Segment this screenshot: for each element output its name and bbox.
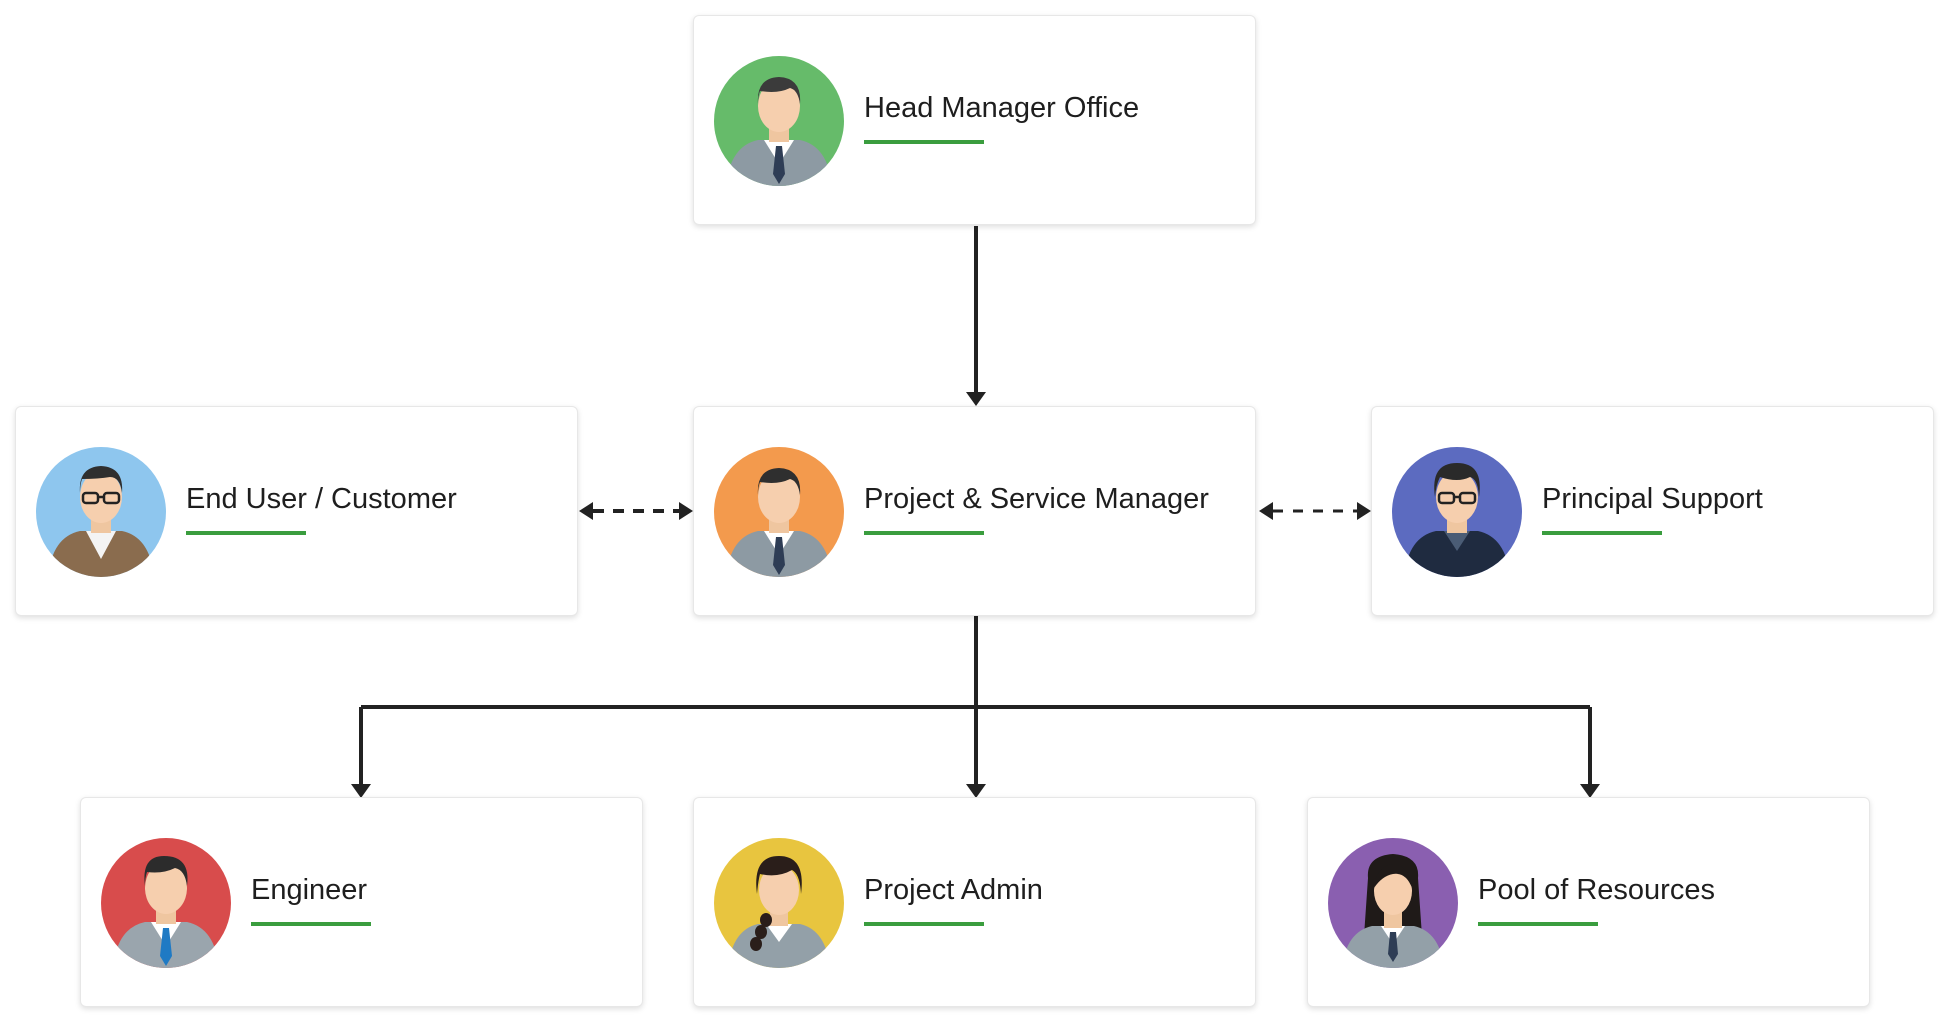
node-project-service-manager[interactable]: Project & Service Manager [693, 406, 1256, 616]
arrowhead-pool-icon [1580, 784, 1600, 798]
arrowhead-psm-icon [966, 392, 986, 406]
label-underline [186, 531, 306, 535]
node-engineer[interactable]: Engineer [80, 797, 643, 1007]
node-head-manager-office[interactable]: Head Manager Office [693, 15, 1256, 225]
node-label: End User / Customer [186, 483, 457, 515]
node-principal-support[interactable]: Principal Support [1371, 406, 1934, 616]
dashed-link-psm-principal [1259, 502, 1371, 520]
label-underline [864, 922, 984, 926]
man-glasses-dark-suit-avatar-icon [1392, 447, 1522, 577]
label-underline [251, 922, 371, 926]
woman-long-hair-avatar-icon [1328, 838, 1458, 968]
woman-braid-avatar-icon [714, 838, 844, 968]
node-pool-of-resources[interactable]: Pool of Resources [1307, 797, 1870, 1007]
node-label: Pool of Resources [1478, 874, 1715, 906]
node-label: Engineer [251, 874, 368, 906]
label-underline [1478, 922, 1598, 926]
arrowhead-engineer-icon [351, 784, 371, 798]
man-suit-blue-tie-avatar-icon [101, 838, 231, 968]
dashed-link-enduser-psm [579, 502, 693, 520]
node-label: Head Manager Office [864, 92, 1140, 124]
node-label: Project Admin [864, 874, 1043, 906]
node-label: Project & Service Manager [864, 483, 1209, 515]
man-suit-avatar-icon [714, 447, 844, 577]
arrowhead-admin-icon [966, 784, 986, 798]
label-underline [1542, 531, 1662, 535]
man-suit-avatar-icon [714, 56, 844, 186]
node-project-admin[interactable]: Project Admin [693, 797, 1256, 1007]
label-underline [864, 140, 984, 144]
node-label: Principal Support [1542, 483, 1763, 515]
node-end-user-customer[interactable]: End User / Customer [15, 406, 578, 616]
man-glasses-brown-jacket-avatar-icon [36, 447, 166, 577]
label-underline [864, 531, 984, 535]
